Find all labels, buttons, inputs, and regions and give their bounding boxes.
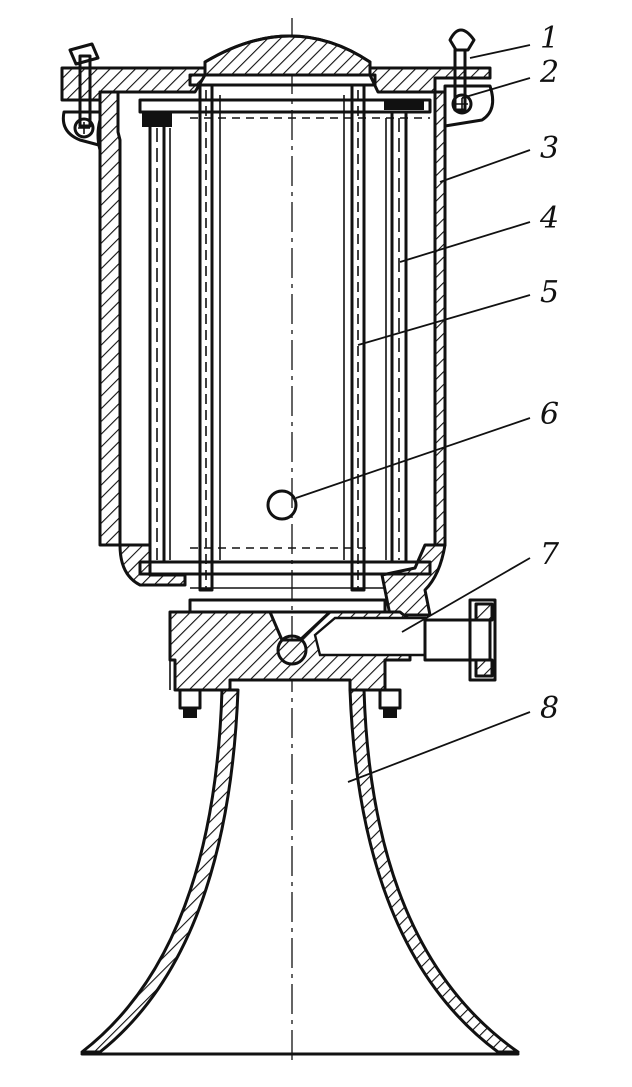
inner-filter-element bbox=[188, 73, 430, 614]
callout-label-6: 6 bbox=[540, 397, 559, 432]
leader-lines bbox=[295, 44, 531, 783]
callout-label-2: 2 bbox=[539, 55, 559, 90]
callout-label-4: 4 bbox=[539, 201, 559, 236]
callout-label-8: 8 bbox=[540, 691, 559, 726]
leader-2 bbox=[461, 77, 531, 99]
leader-8 bbox=[347, 711, 531, 783]
intake-horn bbox=[80, 688, 520, 1056]
leader-3 bbox=[439, 149, 531, 183]
leader-5 bbox=[357, 294, 531, 346]
center-hole-upper bbox=[266, 489, 298, 521]
callout-label-7: 7 bbox=[540, 537, 560, 572]
leader-4 bbox=[399, 221, 531, 263]
outer-filter-element bbox=[138, 98, 432, 576]
leader-7 bbox=[401, 557, 531, 633]
lid bbox=[60, 34, 492, 102]
callout-label-1: 1 bbox=[540, 21, 559, 56]
center-hole-lower bbox=[276, 634, 308, 666]
clamp-right bbox=[443, 28, 495, 128]
callout-label-3: 3 bbox=[540, 131, 559, 166]
base-block bbox=[168, 598, 497, 718]
leader-6 bbox=[295, 417, 531, 499]
callout-labels: 1 2 3 4 5 6 7 8 bbox=[539, 21, 560, 726]
leader-1 bbox=[469, 44, 531, 59]
callout-label-5: 5 bbox=[540, 275, 559, 310]
